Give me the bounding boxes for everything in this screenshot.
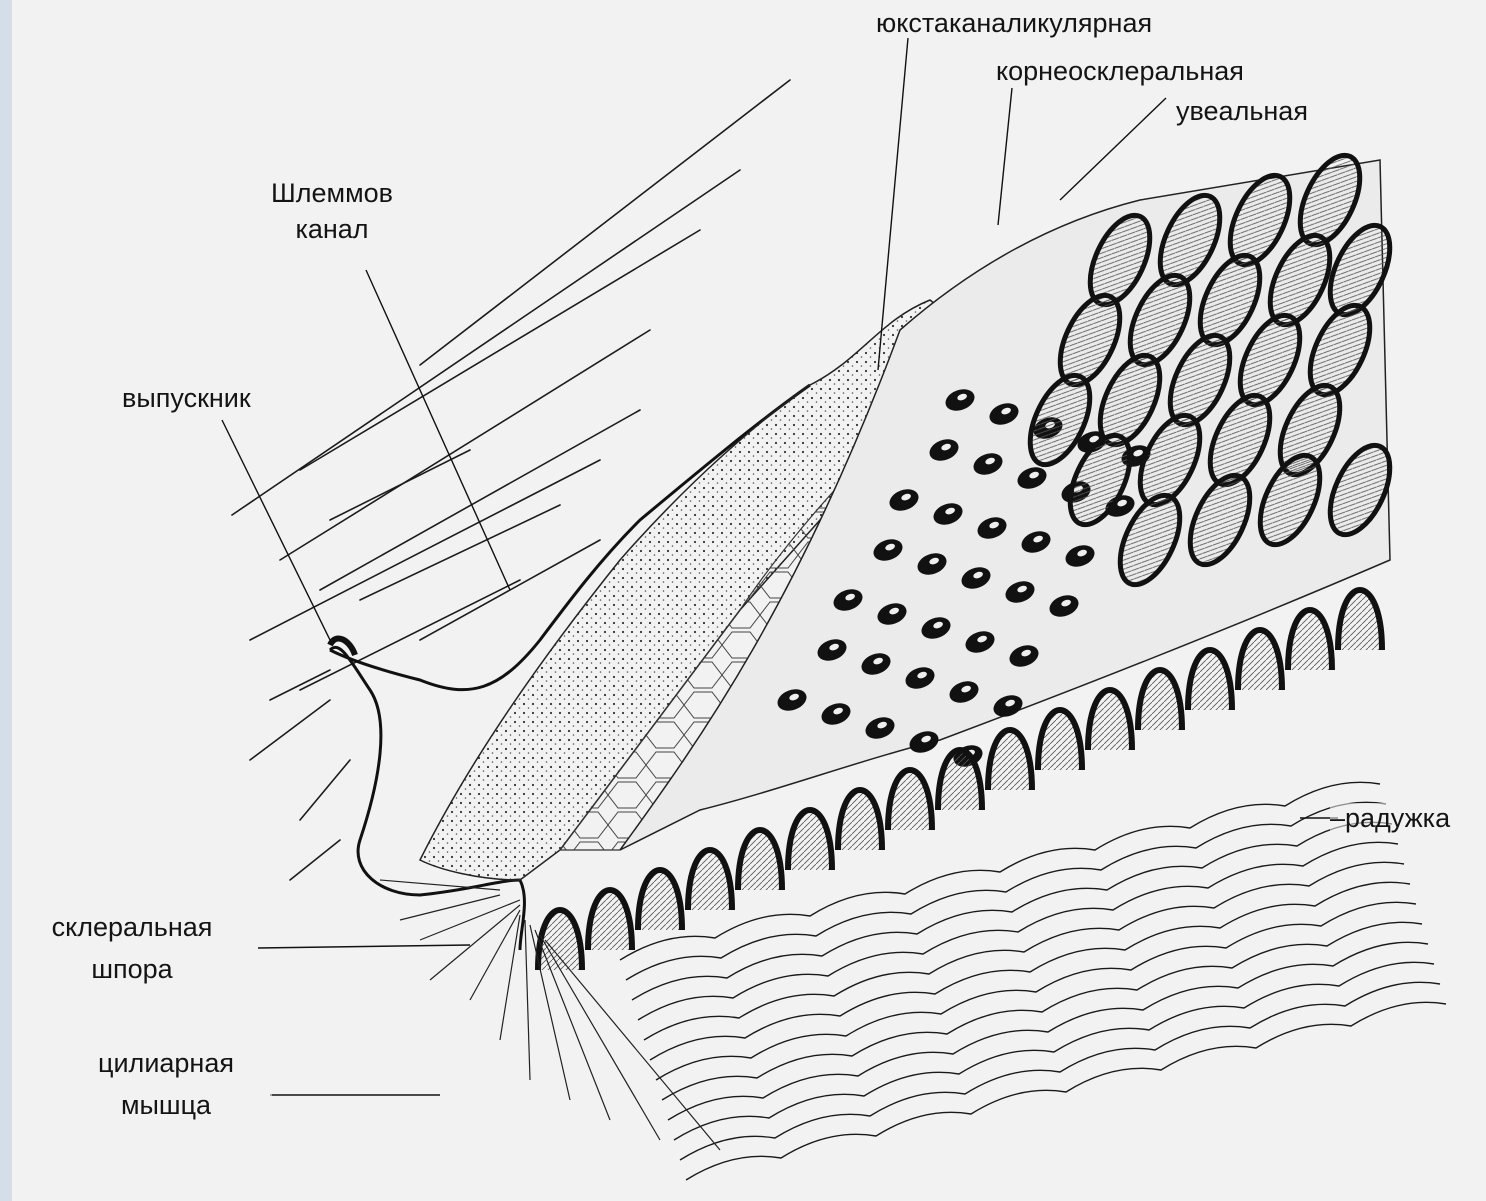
label-uveal: увеальная bbox=[1176, 96, 1308, 126]
leader-corneoscleral bbox=[998, 88, 1012, 225]
label-ciliary-muscle: цилиарная мышца bbox=[60, 1048, 272, 1120]
label-scleral-spur-line1: склеральная bbox=[12, 912, 252, 942]
leader-outlet bbox=[222, 420, 330, 640]
label-juxtacanalicular: юкстаканаликулярная bbox=[876, 8, 1152, 38]
label-ciliary-line2: мышца bbox=[60, 1090, 272, 1120]
label-scleral-spur-line2: шпора bbox=[12, 954, 252, 984]
label-schlemm-canal: Шлеммов канал bbox=[244, 178, 420, 244]
label-scleral-spur: склеральная шпора bbox=[12, 912, 252, 984]
leader-uveal bbox=[1060, 98, 1166, 200]
label-schlemm-line2: канал bbox=[244, 214, 420, 244]
label-ciliary-line1: цилиарная bbox=[60, 1048, 272, 1078]
leader-scleral-spur bbox=[258, 945, 470, 948]
label-iris: –радужка bbox=[1330, 803, 1450, 833]
label-schlemm-line1: Шлеммов bbox=[244, 178, 420, 208]
label-corneoscleral: корнеосклеральная bbox=[996, 56, 1244, 86]
label-outlet: выпускник bbox=[122, 383, 251, 413]
